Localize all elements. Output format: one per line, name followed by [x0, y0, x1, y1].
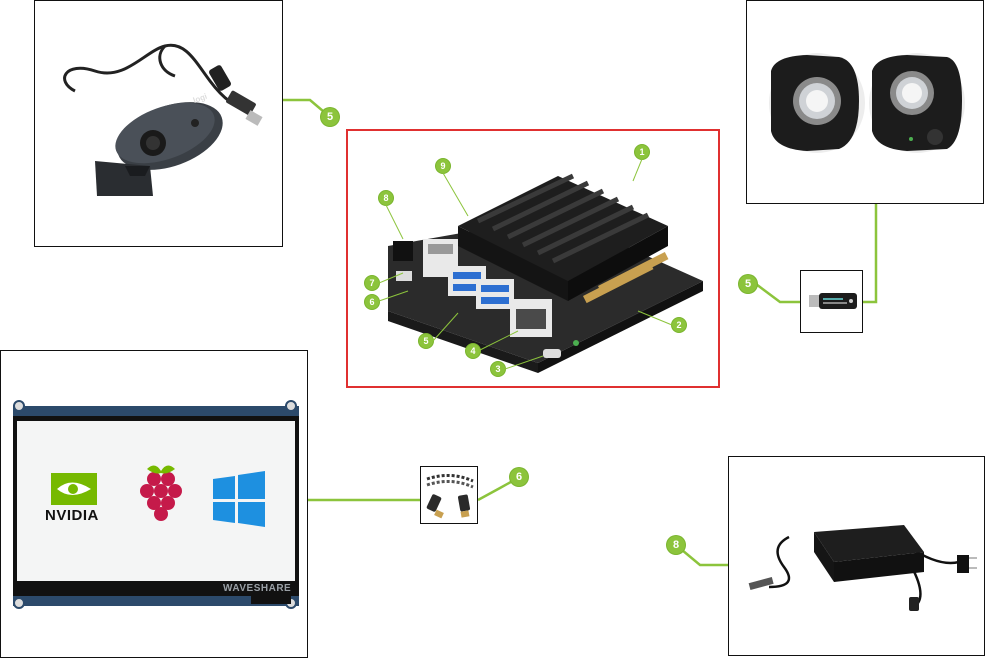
board-badge-3: 3: [491, 362, 505, 376]
hdmi-cable-icon: [426, 474, 474, 519]
board-badge-8: 8: [379, 191, 393, 205]
usb-sound-card-panel: [800, 270, 863, 333]
jetson-board-illustration: [388, 173, 703, 373]
hdmi-cable-panel: [420, 466, 478, 524]
speaker-usb-badge: 5: [739, 275, 757, 293]
board-badge-6: 6: [365, 295, 379, 309]
speakers-panel: [746, 0, 984, 204]
board-badge-2: 2: [672, 318, 686, 332]
board-badge-9: 9: [436, 159, 450, 173]
webcam-badge: 5: [321, 108, 339, 126]
speakers-icon: [769, 53, 965, 153]
power-adapter-badge: 8: [667, 536, 685, 554]
board-badge-5: 5: [419, 334, 433, 348]
board-badge-1: 1: [635, 145, 649, 159]
board-badge-4: 4: [466, 344, 480, 358]
display-panel: NVIDIA WAVESHARE: [0, 350, 308, 658]
display-brand-label: WAVESHARE: [223, 583, 292, 594]
webcam-icon: [63, 43, 263, 196]
power-adapter-panel: [728, 456, 985, 656]
display-icon: [13, 400, 299, 609]
display-nvidia-label: NVIDIA: [45, 507, 99, 524]
board-badge-7: 7: [365, 276, 379, 290]
jetson-board-panel: 1 9 8 7 6 5 4 3 2: [346, 129, 720, 388]
usb-sound-card-icon: [809, 293, 857, 309]
hdmi-cable-badge: 6: [510, 468, 528, 486]
power-adapter-icon: [748, 525, 977, 611]
webcam-panel: logi: [34, 0, 283, 247]
